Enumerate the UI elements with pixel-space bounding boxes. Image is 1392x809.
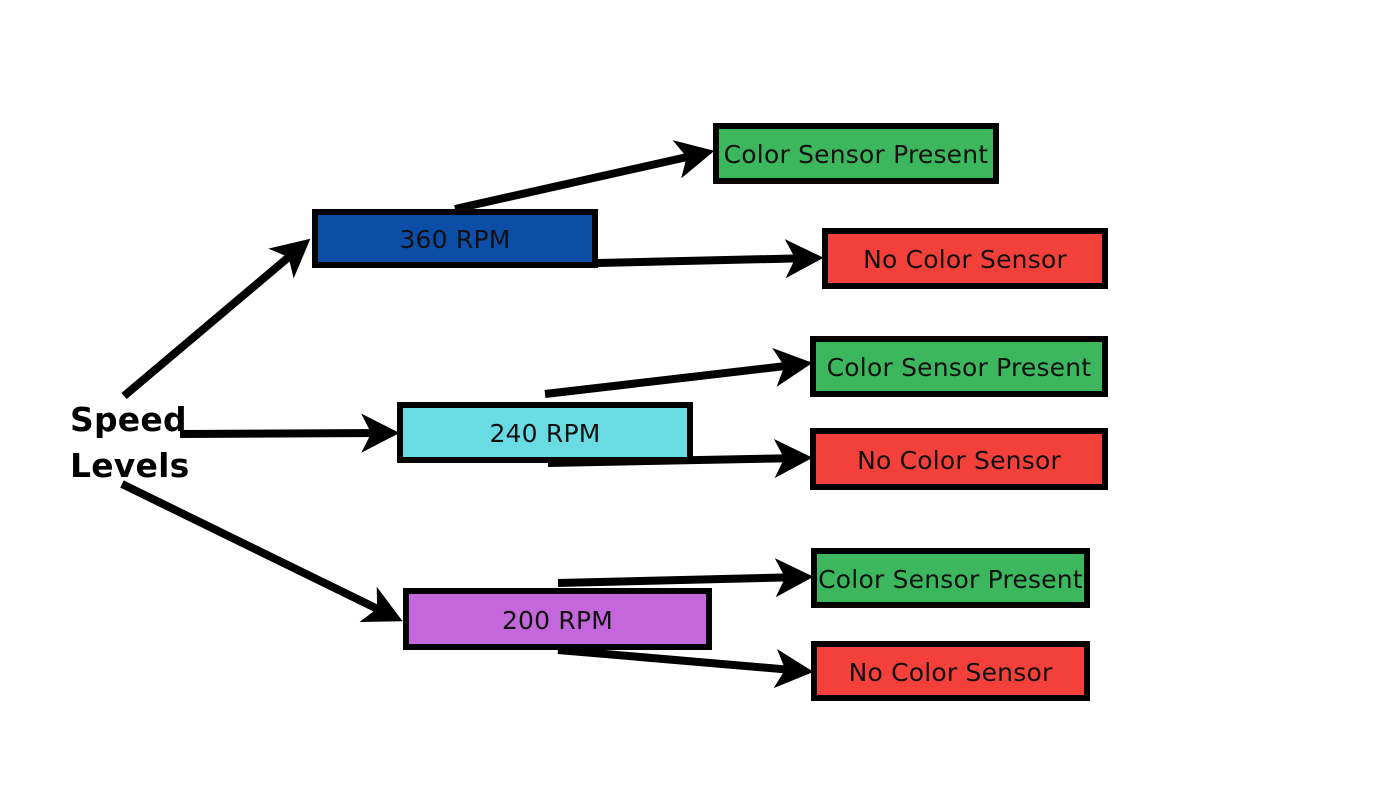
outcome-node-240-no-color-sensor-label: No Color Sensor (857, 445, 1061, 475)
outcome-node-360-color-sensor-present[interactable]: Color Sensor Present (713, 123, 999, 184)
outcome-node-360-no-color-sensor[interactable]: No Color Sensor (822, 228, 1108, 289)
speed-node-200-rpm[interactable]: 200 RPM (403, 588, 712, 650)
edge-200rpm-to-no-color-sensor (557, 646, 814, 689)
outcome-node-240-color-sensor-present[interactable]: Color Sensor Present (810, 336, 1108, 397)
speed-node-240-rpm-label: 240 RPM (489, 419, 601, 448)
outcome-node-360-color-sensor-present-label: Color Sensor Present (723, 140, 989, 169)
edge-root-to-200rpm (120, 480, 403, 622)
outcome-node-360-no-color-sensor-label: No Color Sensor (863, 245, 1067, 274)
outcome-node-200-no-color-sensor[interactable]: No Color Sensor (811, 641, 1090, 701)
edge-360rpm-to-color-sensor-present (454, 140, 715, 213)
outcome-node-200-color-sensor-present-label: Color Sensor Present (818, 564, 1083, 594)
outcome-node-200-no-color-sensor-label: No Color Sensor (848, 657, 1053, 687)
edge-360rpm-to-no-color-sensor (597, 239, 824, 279)
edge-240rpm-to-color-sensor-present (544, 347, 813, 398)
speed-node-360-rpm-label: 360 RPM (399, 225, 511, 254)
speed-node-360-rpm[interactable]: 360 RPM (312, 209, 598, 268)
edge-root-to-360rpm (121, 238, 311, 400)
outcome-node-240-no-color-sensor[interactable]: No Color Sensor (810, 428, 1108, 490)
edge-root-to-240rpm (179, 413, 400, 453)
speed-node-240-rpm[interactable]: 240 RPM (397, 402, 693, 463)
edge-200rpm-to-color-sensor-present (557, 558, 814, 598)
outcome-node-200-color-sensor-present[interactable]: Color Sensor Present (811, 548, 1090, 608)
speed-node-200-rpm-label: 200 RPM (501, 605, 614, 635)
root-node-label: Speed Levels (70, 400, 190, 485)
outcome-node-240-color-sensor-present-label: Color Sensor Present (826, 353, 1092, 382)
